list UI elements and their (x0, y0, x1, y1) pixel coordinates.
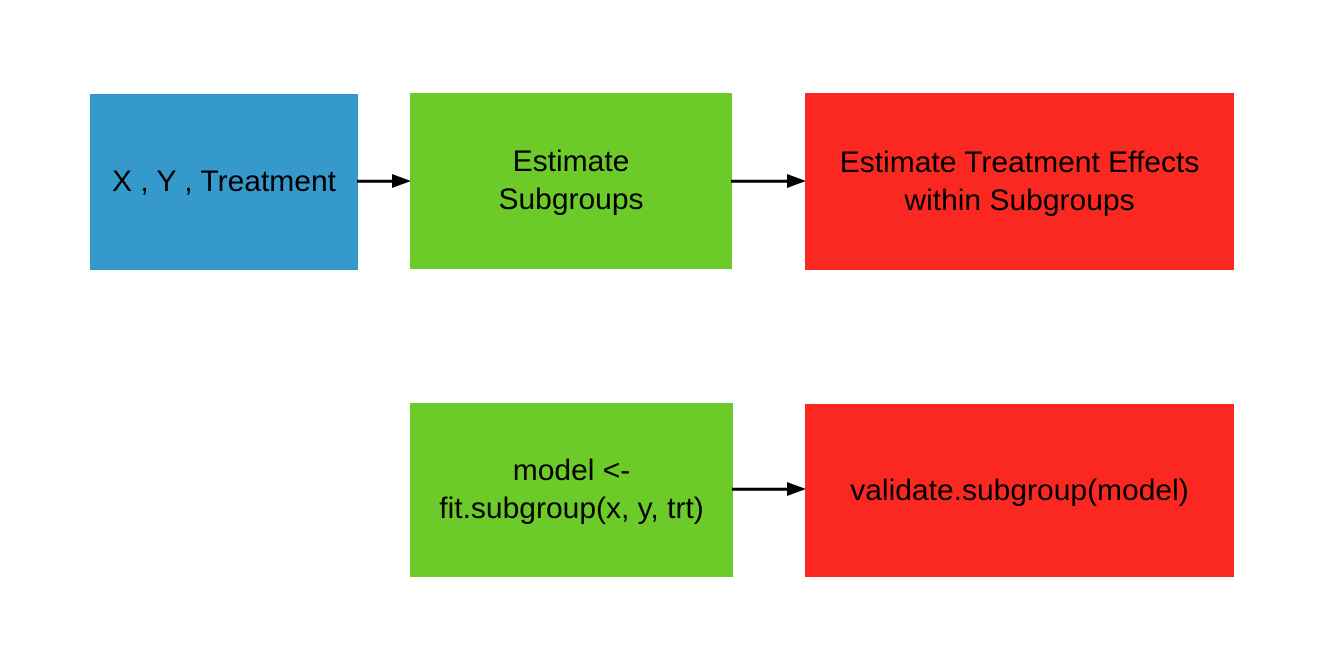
node-estimate-subgroups: Estimate Subgroups (410, 93, 732, 269)
arrow-line (731, 179, 791, 183)
node-estimate-treatment-effects-label-line2: within Subgroups (904, 183, 1135, 217)
node-estimate-treatment-effects-label-line1: Estimate Treatment Effects (839, 145, 1200, 179)
node-validate-subgroup-code-label: validate.subgroup(model) (850, 473, 1189, 507)
arrowhead-right-icon (392, 174, 411, 188)
arrow-fit-to-validate (732, 481, 806, 497)
arrowhead-right-icon (787, 482, 806, 496)
arrow-line (357, 179, 396, 183)
arrow-line (732, 487, 791, 491)
arrow-input-to-estimate-subgroups (357, 173, 411, 189)
arrow-estimate-subgroups-to-effects (731, 173, 806, 189)
node-input-data-label: X , Y , Treatment (111, 165, 336, 198)
node-validate-subgroup-code: validate.subgroup(model) (805, 404, 1234, 577)
node-fit-subgroup-code-label-line2: fit.subgroup(x, y, trt) (439, 492, 704, 525)
arrowhead-right-icon (787, 174, 806, 188)
node-estimate-treatment-effects: Estimate Treatment Effects within Subgro… (805, 93, 1234, 270)
node-fit-subgroup-code: model <- fit.subgroup(x, y, trt) (410, 403, 733, 577)
node-estimate-subgroups-label-line1: Estimate (512, 145, 630, 178)
node-input-data: X , Y , Treatment (90, 94, 358, 270)
node-fit-subgroup-code-label-line1: model <- (512, 454, 631, 487)
node-estimate-subgroups-label-line2: Subgroups (498, 183, 644, 216)
